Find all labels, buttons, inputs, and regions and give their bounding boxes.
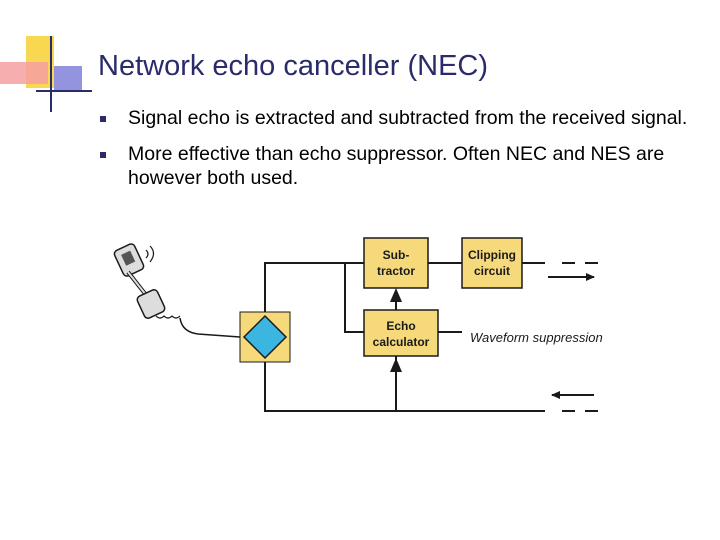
red-square bbox=[0, 62, 48, 84]
bullet-item: Signal echo is extracted and subtracted … bbox=[98, 106, 698, 130]
clipping-circuit-box: Clipping circuit bbox=[461, 237, 523, 289]
bullet-list: Signal echo is extracted and subtracted … bbox=[98, 106, 698, 202]
echo-label-line1: Echo bbox=[386, 319, 415, 333]
echo-calculator-box: Echo calculator bbox=[363, 309, 439, 357]
blue-square bbox=[54, 66, 82, 92]
subtractor-label-line1: Sub- bbox=[383, 248, 410, 262]
subtractor-box: Sub- tractor bbox=[363, 237, 429, 289]
echo-label-line2: calculator bbox=[373, 335, 430, 349]
bullet-text: More effective than echo suppressor. Oft… bbox=[128, 143, 665, 189]
bullet-marker bbox=[100, 152, 106, 158]
bullet-marker bbox=[100, 116, 106, 122]
horizontal-rule bbox=[36, 90, 92, 92]
waveform-suppression-label: Waveform suppression bbox=[470, 330, 603, 345]
dashed-outputs bbox=[548, 262, 598, 412]
bullet-text: Signal echo is extracted and subtracted … bbox=[128, 107, 688, 129]
bullet-item: More effective than echo suppressor. Oft… bbox=[98, 142, 698, 190]
clipping-label-line1: Clipping bbox=[468, 248, 516, 262]
subtractor-label-line2: tractor bbox=[377, 264, 415, 278]
signal-lines bbox=[264, 262, 545, 412]
arrowheads bbox=[390, 288, 402, 372]
page-title: Network echo canceller (NEC) bbox=[98, 50, 489, 82]
vertical-rule bbox=[50, 36, 52, 112]
corner-decoration bbox=[0, 0, 92, 112]
telephone-icon bbox=[113, 243, 241, 338]
clipping-label-line2: circuit bbox=[474, 264, 510, 278]
hybrid-diamond-icon bbox=[239, 311, 291, 363]
